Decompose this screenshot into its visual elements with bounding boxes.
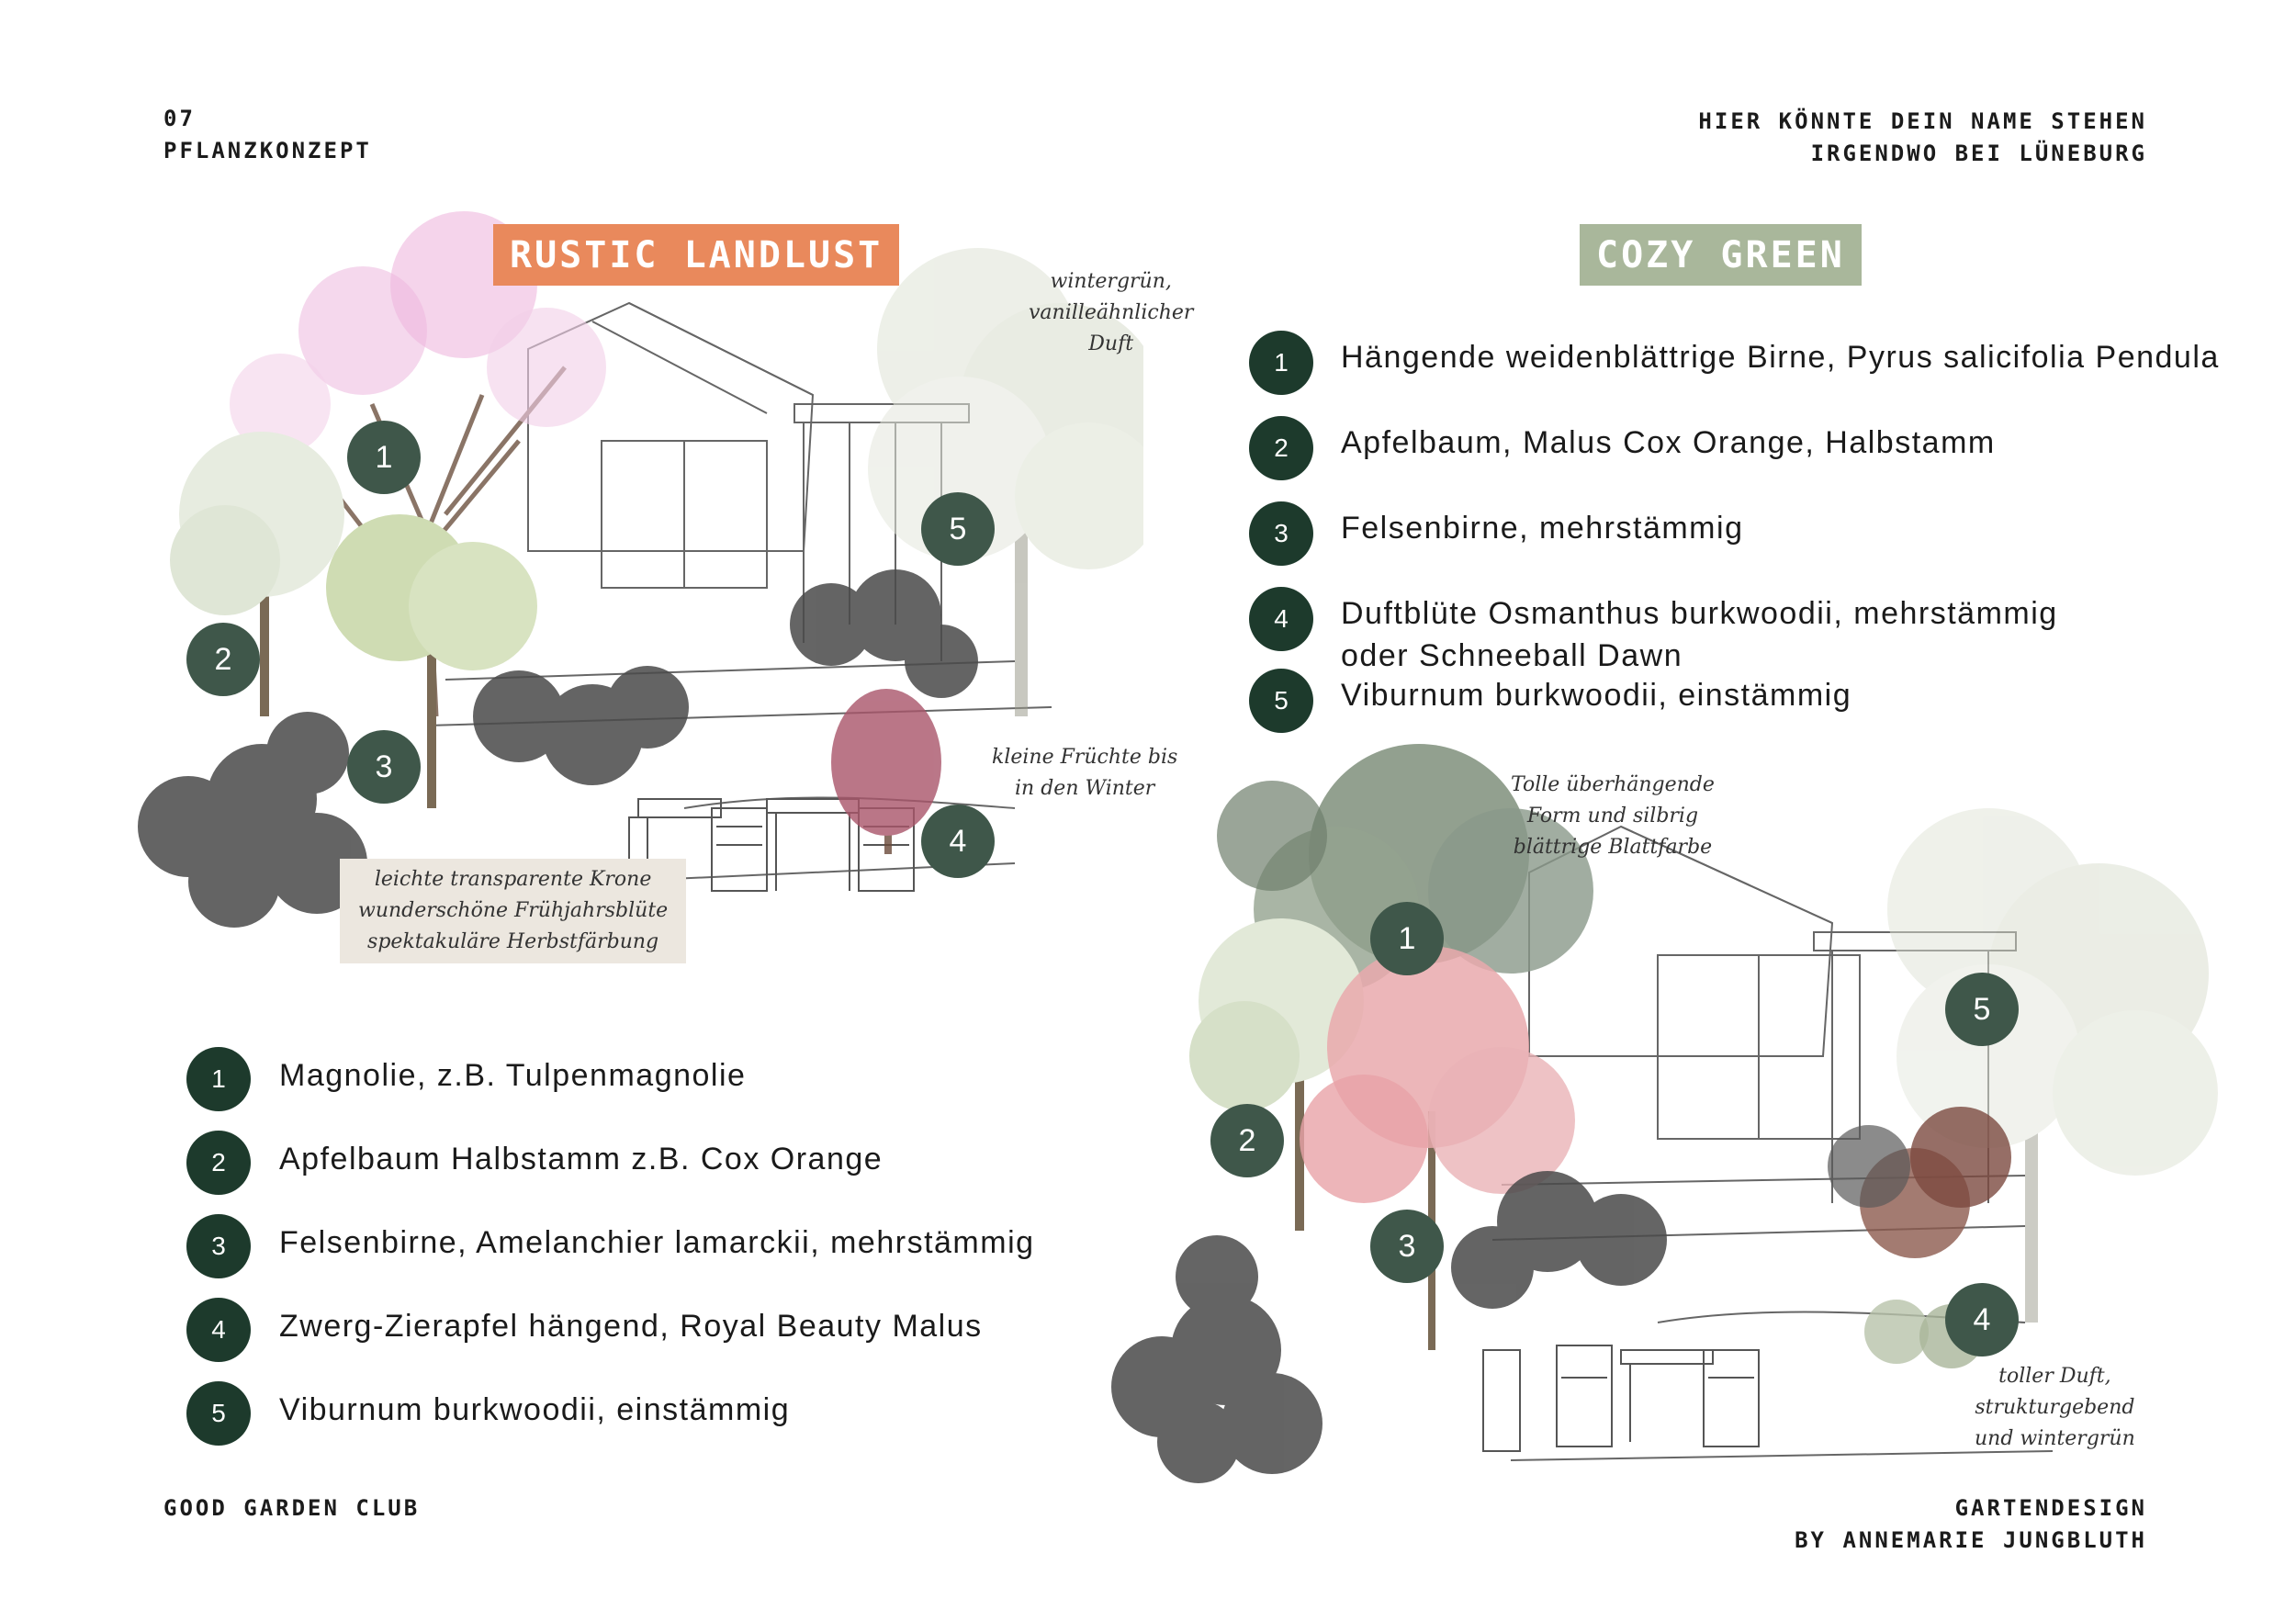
rustic-garden-illustration	[138, 211, 1143, 928]
hydrangea-shrubs	[1111, 1171, 1667, 1483]
list-number: 3	[186, 1214, 251, 1278]
cozy-marker-1: 1	[1370, 902, 1444, 975]
osmanthus-shrub	[1828, 1107, 2011, 1368]
rustic-marker-1: 1	[347, 421, 421, 494]
cozy-garden-illustration	[1111, 744, 2218, 1483]
list-number: 2	[1249, 416, 1313, 480]
pear-note: Tolle überhängende Form und silbrig blät…	[1511, 773, 1715, 859]
plant-name: Zwerg-Zierapfel hängend, Royal Beauty Ma…	[279, 1309, 983, 1344]
plant-name: Felsenbirne, Amelanchier lamarckii, mehr…	[279, 1225, 1035, 1260]
page-header-right: HIER KÖNNTE DEIN NAME STEHEN IRGENDWO BE…	[1698, 106, 2147, 170]
client-name: HIER KÖNNTE DEIN NAME STEHEN	[1698, 108, 2147, 134]
viburnum-note: wintergrün, vanilleähnlicher Duft	[1029, 270, 1194, 355]
rustic-marker-3: 3	[347, 730, 421, 804]
rustic-landlust-tag: RUSTIC LANDLUST	[493, 224, 900, 286]
list-number: 2	[186, 1131, 251, 1195]
plant-name: Apfelbaum, Malus Cox Orange, Halbstamm	[1341, 425, 1996, 460]
cozy-green-tag: COZY GREEN	[1580, 224, 1862, 286]
plant-4-continuation: oder Schneeball Dawn	[1341, 638, 1683, 673]
section-title: PFLANZKONZEPT	[163, 138, 372, 163]
credit-line-2: BY ANNEMARIE JUNGBLUTH	[1795, 1527, 2147, 1553]
list-number: 3	[1249, 501, 1313, 566]
rustic-marker-4: 4	[921, 805, 995, 878]
list-number: 5	[1249, 669, 1313, 733]
cozy-marker-2: 2	[1210, 1104, 1284, 1177]
list-number: 5	[186, 1381, 251, 1446]
footer-credit: GARTENDESIGN BY ANNEMARIE JUNGBLUTH	[1795, 1492, 2147, 1557]
viburnum-tree	[868, 248, 1143, 716]
rustic-marker-2: 2	[186, 623, 260, 696]
plant-name: Felsenbirne, mehrstämmig	[1341, 511, 1744, 546]
page-header-left: 07 PFLANZKONZEPT	[163, 103, 372, 167]
cozy-marker-5: 5	[1945, 973, 2019, 1046]
cozy-marker-3: 3	[1370, 1210, 1444, 1283]
plant-name: Magnolie, z.B. Tulpenmagnolie	[279, 1058, 747, 1093]
serviceberry-tree	[1300, 946, 1575, 1350]
plant-name: Viburnum burkwoodii, einstämmig	[1341, 678, 1852, 713]
rustic-marker-5: 5	[921, 492, 995, 566]
patio-furniture	[1482, 1345, 1760, 1452]
viburnum-tree	[1887, 808, 2218, 1323]
client-location: IRGENDWO BEI LÜNEBURG	[1810, 141, 2147, 166]
credit-line-1: GARTENDESIGN	[1954, 1495, 2147, 1521]
plant-name: Viburnum burkwoodii, einstämmig	[279, 1392, 791, 1427]
plant-name: Hängende weidenblättrige Birne, Pyrus sa…	[1341, 340, 2220, 375]
footer-club: GOOD GARDEN CLUB	[163, 1495, 421, 1521]
list-number: 4	[186, 1298, 251, 1362]
serviceberry-tree	[326, 514, 537, 808]
crabapple-note: kleine Früchte bis in den Winter	[992, 746, 1178, 800]
apple-tree	[1189, 918, 1364, 1231]
plant-name: Apfelbaum Halbstamm z.B. Cox Orange	[279, 1142, 884, 1176]
list-number: 1	[186, 1047, 251, 1111]
list-number: 4	[1249, 587, 1313, 651]
osmanthus-note: toller Duft, strukturgebend und wintergr…	[1975, 1365, 2135, 1450]
plant-name: Duftblüte Osmanthus burkwoodii, mehrstäm…	[1341, 596, 2058, 631]
list-number: 1	[1249, 331, 1313, 395]
magnolia-paper-note: leichte transparente Krone wunderschöne …	[340, 859, 687, 963]
cozy-marker-4: 4	[1945, 1283, 2019, 1356]
weeping-crabapple	[831, 689, 941, 854]
page-number: 07	[163, 106, 196, 131]
apple-tree	[170, 432, 344, 716]
